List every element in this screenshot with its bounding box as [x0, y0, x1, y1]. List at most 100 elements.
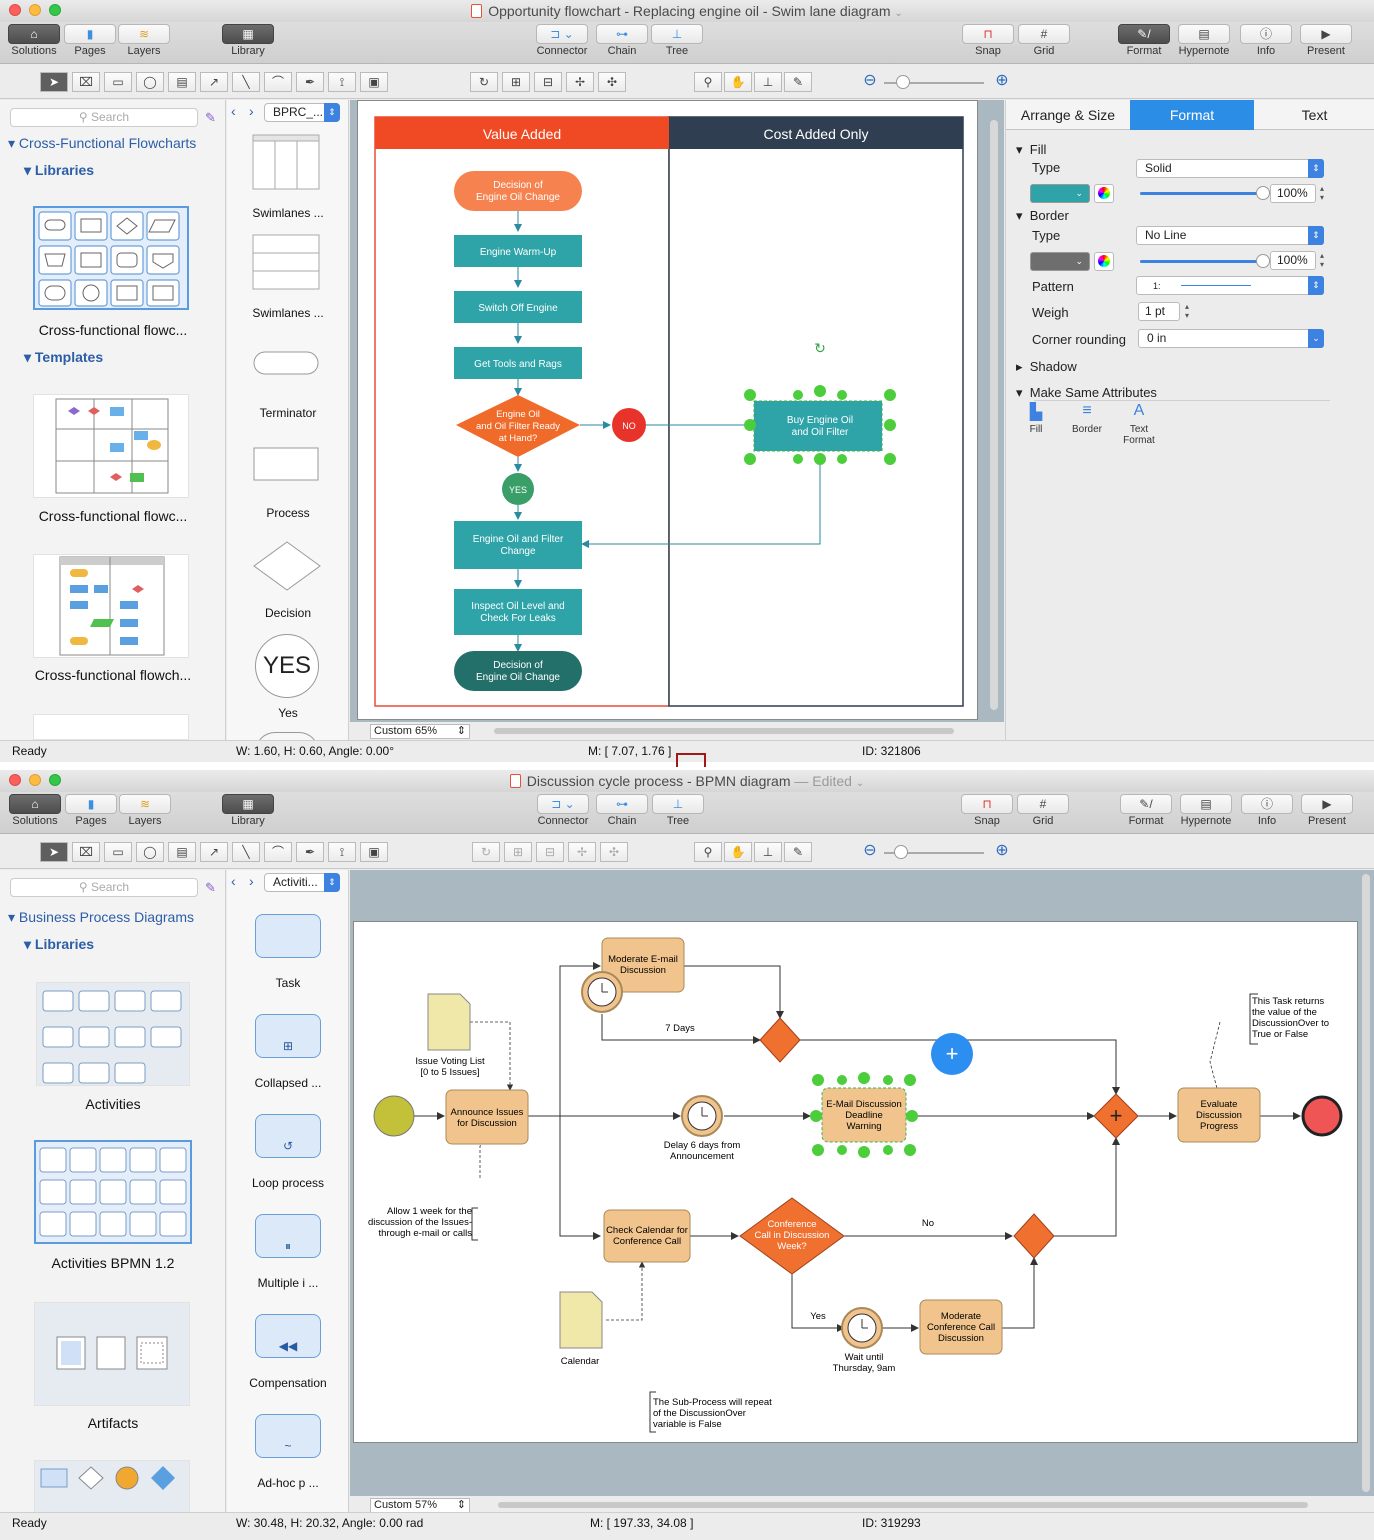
fill-opacity-slider[interactable]	[1140, 192, 1260, 195]
rotate-tool-icon[interactable]: ↻	[472, 842, 500, 862]
delete-connect-icon[interactable]: ✣	[600, 842, 628, 862]
zoom-in-icon[interactable]: ⊕	[995, 842, 1009, 859]
border-color-wheel-icon[interactable]	[1094, 252, 1114, 271]
close-window-button[interactable]	[9, 774, 21, 786]
eyedropper-tool-icon[interactable]: ✎	[784, 72, 812, 92]
line-tool-icon[interactable]: ╲	[232, 842, 260, 862]
layers-button[interactable]: ≋Layers	[118, 24, 170, 57]
ungroup-tool-icon[interactable]: ⊟	[536, 842, 564, 862]
library-thumb-activities-bpmn[interactable]	[34, 1140, 192, 1244]
table-tool-icon[interactable]: ▤	[168, 842, 196, 862]
bezier-tool-icon[interactable]: ⟟	[328, 72, 356, 92]
hand-tool-icon[interactable]: ✋	[724, 842, 752, 862]
library-thumb-activities[interactable]	[36, 982, 190, 1086]
border-type-select[interactable]: No Line⇕	[1136, 226, 1324, 245]
library-thumb-more[interactable]	[34, 1460, 190, 1520]
horizontal-scrollbar[interactable]	[498, 1502, 1308, 1508]
group-tool-icon[interactable]: ⊞	[502, 72, 530, 92]
zoom-slider-track[interactable]	[884, 82, 984, 84]
zoom-slider-track[interactable]	[884, 852, 984, 854]
node-oil-change[interactable]	[454, 521, 582, 569]
tree-group-crossfunctional[interactable]: ▾ Cross-Functional Flowcharts	[8, 135, 197, 151]
select-tool-icon[interactable]: ➤	[40, 72, 68, 92]
border-opacity-stepper[interactable]: ▴▾	[1319, 251, 1324, 269]
delete-connect-icon[interactable]: ✣	[598, 72, 626, 92]
library-thumb-artifacts[interactable]	[34, 1302, 190, 1406]
parallel-gateway[interactable]	[1093, 1093, 1139, 1139]
connect-points-icon[interactable]: ✢	[568, 842, 596, 862]
close-window-button[interactable]	[9, 4, 21, 16]
diagram-canvas[interactable]: Value Added Cost Added Only Decision	[350, 100, 1004, 740]
horizontal-scrollbar[interactable]	[494, 728, 954, 734]
zoom-slider-knob[interactable]	[896, 75, 910, 89]
gateway-merge[interactable]	[1013, 1213, 1055, 1259]
border-opacity-slider[interactable]	[1140, 260, 1260, 263]
node-warmup[interactable]	[454, 235, 582, 267]
fill-opacity-field[interactable]: 100%	[1270, 184, 1316, 203]
pages-button[interactable]: ▮Pages	[64, 24, 116, 57]
group-tool-icon[interactable]: ⊞	[504, 842, 532, 862]
node-buy-oil[interactable]	[753, 400, 883, 452]
eyedropper-tool-icon[interactable]: ✎	[784, 842, 812, 862]
zoom-slider-knob[interactable]	[894, 845, 908, 859]
stamp-tool-icon[interactable]: ⊥	[754, 842, 782, 862]
maximize-window-button[interactable]	[49, 4, 61, 16]
pages-button[interactable]: ▮Pages	[65, 794, 117, 827]
border-opacity-field[interactable]: 100%	[1270, 251, 1316, 270]
task-deadline-warning[interactable]	[821, 1087, 907, 1143]
node-start[interactable]	[454, 171, 582, 211]
corner-rounding-select[interactable]: 0 in⌄	[1138, 329, 1324, 348]
ellipse-tool-icon[interactable]: ◯	[136, 842, 164, 862]
library-button[interactable]: ▦Library	[222, 794, 274, 827]
gateway-seven-days[interactable]	[759, 1017, 801, 1063]
back-arrow-icon[interactable]: ‹	[231, 873, 236, 889]
vertical-scrollbar[interactable]	[1362, 874, 1370, 1492]
tab-text[interactable]: Text	[1301, 107, 1328, 123]
data-object-issue-list[interactable]	[427, 993, 471, 1051]
section-shadow[interactable]: ▸ Shadow	[1016, 359, 1077, 374]
present-button[interactable]: ▶Present	[1300, 24, 1352, 57]
layers-button[interactable]: ≋Layers	[119, 794, 171, 827]
multiple-instance-shape-icon[interactable]: ⏸	[255, 1214, 321, 1258]
rotate-handle-icon[interactable]: ↻	[814, 340, 826, 356]
connect-points-icon[interactable]: ✢	[566, 72, 594, 92]
template-thumb-1[interactable]	[33, 394, 189, 498]
bezier-tool-icon[interactable]: ⟟	[328, 842, 356, 862]
node-get-tools[interactable]	[454, 347, 582, 379]
connector-button[interactable]: ⊐ ⌄Connector	[535, 794, 591, 827]
task-evaluate[interactable]	[1177, 1087, 1261, 1143]
template-thumb-3[interactable]	[33, 714, 189, 740]
task-moderate-conference[interactable]	[919, 1299, 1003, 1355]
back-arrow-icon[interactable]: ‹	[231, 103, 236, 119]
zoom-out-icon[interactable]: ⊖	[863, 72, 877, 89]
library-thumb-crossfunctional[interactable]	[33, 206, 189, 310]
minimize-window-button[interactable]	[29, 4, 41, 16]
tree-group-business-process[interactable]: ▾ Business Process Diagrams	[8, 909, 194, 925]
compensation-shape-icon[interactable]: ◀◀	[255, 1314, 321, 1358]
arrow-tool-icon[interactable]: ↗	[200, 72, 228, 92]
node-end[interactable]	[454, 651, 582, 691]
brush-icon[interactable]: ✎	[205, 110, 216, 125]
solutions-button[interactable]: ⌂Solutions	[9, 794, 61, 827]
container-tool-icon[interactable]: ▣	[360, 842, 388, 862]
border-color-swatch[interactable]: ⌄	[1030, 252, 1090, 271]
weigh-stepper[interactable]: ▴▾	[1184, 302, 1189, 320]
library-search-input[interactable]: ⚲ Search	[10, 108, 198, 127]
arc-tool-icon[interactable]: ⌒	[264, 72, 292, 92]
library-select[interactable]: Activiti...⇕	[264, 873, 340, 892]
library-search-input[interactable]: ⚲ Search	[10, 878, 198, 897]
decision-shape-icon[interactable]	[252, 540, 322, 592]
tree-libraries[interactable]: ▾ Libraries	[24, 162, 95, 178]
yes-shape-icon[interactable]: YES	[255, 634, 319, 698]
node-decision[interactable]	[456, 395, 580, 457]
hand-tool-icon[interactable]: ✋	[724, 72, 752, 92]
rectangle-tool-icon[interactable]: ▭	[104, 72, 132, 92]
forward-arrow-icon[interactable]: ›	[249, 103, 254, 119]
fill-opacity-knob[interactable]	[1256, 186, 1270, 200]
node-yes[interactable]	[502, 473, 534, 505]
chain-button[interactable]: ⊶Chain	[596, 24, 648, 57]
tree-button[interactable]: ⊥Tree	[651, 24, 703, 57]
